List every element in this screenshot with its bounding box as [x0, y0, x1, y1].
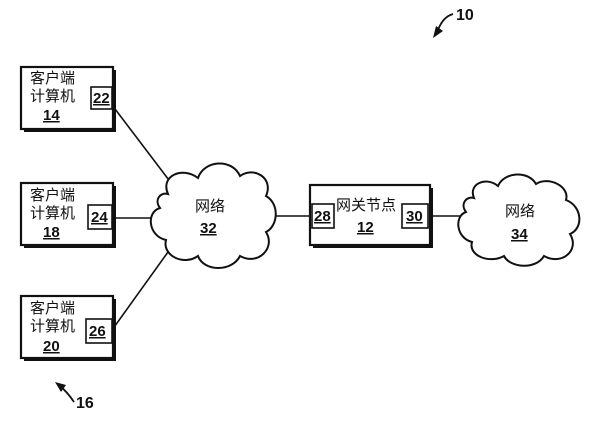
- client-number: 20: [43, 338, 60, 355]
- client-label-line2: 计算机: [30, 87, 75, 105]
- client-computer-18: 客户端 计算机 18 24: [19, 181, 116, 248]
- client-computer-14: 客户端 计算机 14 22: [19, 65, 116, 132]
- group-reference-label: 16: [76, 395, 94, 412]
- client-module-number: 26: [89, 323, 106, 340]
- link-client20-network32: [111, 251, 169, 331]
- figure-reference-10: 10: [433, 7, 474, 38]
- gateway-number: 12: [357, 219, 374, 236]
- gateway-label: 网关节点: [336, 196, 396, 214]
- client-label-line2: 计算机: [30, 204, 75, 222]
- gateway-node-12: 28 网关节点 12 30: [308, 183, 433, 248]
- client-label-line1: 客户端: [30, 69, 75, 87]
- client-module-number: 24: [91, 209, 108, 226]
- link-client14-network32: [111, 104, 179, 193]
- client-label-line2: 计算机: [30, 317, 75, 335]
- client-computer-20: 客户端 计算机 20 26: [19, 294, 116, 361]
- client-module-number: 22: [93, 90, 110, 107]
- gateway-right-port-number: 30: [406, 208, 423, 225]
- client-label-line1: 客户端: [30, 186, 75, 204]
- network-number: 32: [200, 220, 217, 237]
- network-cloud-32: 网络 32: [150, 162, 277, 269]
- figure-reference-arrow: [437, 13, 454, 31]
- client-label-line1: 客户端: [30, 299, 75, 317]
- network-cloud-34: 网络 34: [457, 173, 581, 267]
- group-reference-16: 16: [55, 382, 94, 412]
- network-number: 34: [511, 226, 528, 243]
- gateway-left-port-number: 28: [314, 208, 331, 225]
- client-number: 18: [43, 224, 60, 241]
- network-label: 网络: [505, 202, 535, 220]
- client-number: 14: [43, 107, 60, 124]
- group-reference-arrowhead: [55, 382, 66, 392]
- figure-reference-arrowhead: [433, 26, 443, 38]
- network-label: 网络: [195, 197, 225, 215]
- figure-reference-label: 10: [456, 7, 474, 24]
